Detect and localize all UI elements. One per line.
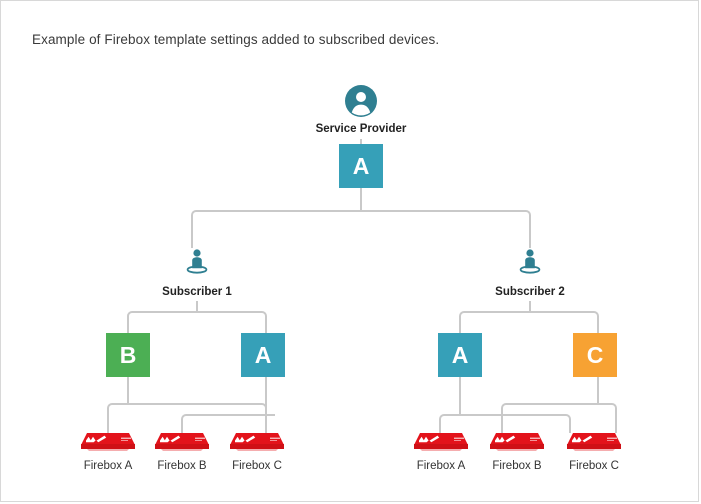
connector-s2-to-template-c [597,321,599,333]
diagram-caption: Example of Firebox template settings add… [32,32,440,47]
connector-s1-to-template-a [265,321,267,333]
firebox-appliance-icon [563,431,625,453]
connector-subscriber-1-down [196,301,198,311]
connector-subscriber-1-bus [137,311,257,313]
firebox-appliance-icon [77,431,139,453]
connector-subscriber-2-down [529,301,531,311]
connector-sp-to-template [360,139,362,146]
service-provider-label: Service Provider [315,123,407,135]
connector-s2-c-to-firebox-b [501,413,503,433]
connector-s2-a-bus [449,414,561,416]
connector-sp-to-subscriber-2 [529,220,531,248]
connector-s1-a-bus [191,414,275,416]
template-box-subscriber-2-c[interactable]: C [573,333,617,377]
connector-s1-b-down [127,377,129,403]
connector-s1-a-to-firebox-b [181,424,183,433]
template-box-subscriber-1-b[interactable]: B [106,333,150,377]
connector-s1-bus-right-corner [257,311,267,321]
connector-s2-a-to-firebox-a [439,424,441,433]
connector-s2-a-to-firebox-b [569,424,571,433]
template-box-subscriber-1-a[interactable]: A [241,333,285,377]
connector-s2-c-bus [511,403,607,405]
connector-s1-b-bus [117,403,257,405]
firebox-appliance-icon [486,431,548,453]
connector-s2-c-bus-left-corner [501,403,511,413]
device-label-s1-firebox-a: Firebox A [83,460,133,472]
connector-s2-a-down [459,377,461,414]
connector-s1-b-to-firebox-a [107,413,109,433]
user-circle-icon [345,85,377,117]
connector-s2-c-bus-right-corner [607,403,617,413]
template-box-subscriber-2-a[interactable]: A [438,333,482,377]
firebox-appliance-icon [410,431,472,453]
subscriber-1-label: Subscriber 1 [162,286,232,298]
connector-sp-template-down [360,188,362,210]
connector-sp-to-subscriber-1 [191,220,193,248]
connector-s1-to-template-b [127,321,129,333]
connector-s1-a-down [265,377,267,414]
subscriber-person-icon [516,248,544,276]
connector-sp-bus [201,210,521,212]
connector-s1-bus-left-corner [127,311,137,321]
connector-s2-to-template-a [459,321,461,333]
connector-s1-a-bus-left-corner [181,414,191,424]
device-label-s2-firebox-b: Firebox B [492,460,542,472]
device-label-s1-firebox-b: Firebox B [157,460,207,472]
device-label-s2-firebox-c: Firebox C [569,460,619,472]
device-label-s2-firebox-a: Firebox A [416,460,466,472]
subscriber-2-label: Subscriber 2 [495,286,565,298]
connector-s2-a-bus-right-corner [561,414,571,424]
device-label-s1-firebox-c: Firebox C [232,460,282,472]
template-box-service-provider-a[interactable]: A [339,144,383,188]
connector-s2-c-down [597,377,599,403]
connector-sp-bus-right-corner [521,210,531,220]
connector-s2-bus-left-corner [459,311,469,321]
connector-s2-c-to-firebox-c [615,413,617,433]
connector-s2-bus-right-corner [589,311,599,321]
firebox-appliance-icon [226,431,288,453]
connector-subscriber-2-bus [469,311,589,313]
connector-sp-bus-left-corner [191,210,201,220]
connector-s1-b-bus-left-corner [107,403,117,413]
subscriber-person-icon [183,248,211,276]
connector-s2-a-bus-left-corner [439,414,449,424]
connector-s1-b-to-firebox-c [265,413,267,433]
firebox-appliance-icon [151,431,213,453]
